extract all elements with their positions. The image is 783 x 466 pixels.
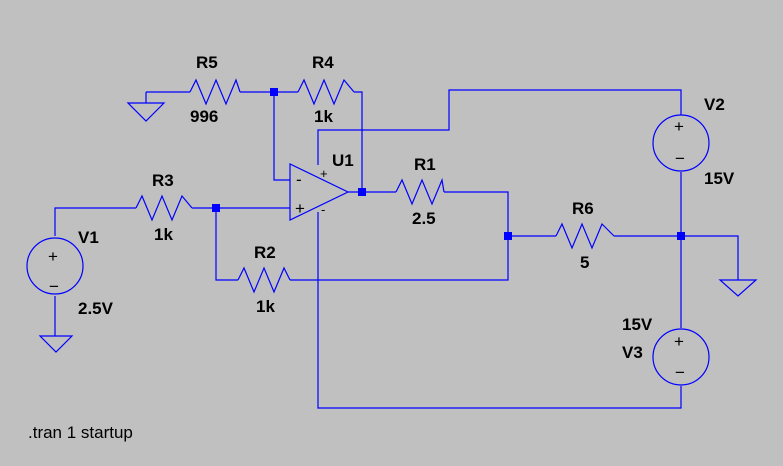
v1-value: 2.5V [78,299,114,318]
resistor-r3[interactable]: R3 1k [135,171,193,244]
r4-name: R4 [312,53,334,72]
junction-dot [677,232,685,240]
v2-minus-sign: − [675,149,685,168]
v3-minus-sign: − [675,363,685,382]
resistor-r1[interactable]: R1 2.5 [395,155,445,228]
r5-value: 996 [190,107,218,126]
ground-symbol [38,335,74,353]
junction-dot [504,232,512,240]
wires [54,89,739,409]
v2-plus-sign: + [674,117,684,136]
v3-plus-sign: + [674,332,684,351]
opamp-u1[interactable]: - + + - U1 [289,151,354,221]
v2-value: 15V [704,169,735,188]
spice-directive[interactable]: .tran 1 startup [28,423,133,442]
v2-name: V2 [704,95,725,114]
r2-name: R2 [254,243,276,262]
ground-symbol [718,279,758,297]
r4-value: 1k [314,107,333,126]
opamp-minus-pin: - [296,170,302,189]
junction-dots [212,88,685,240]
junction-dot [358,188,366,196]
voltage-source-v1[interactable]: + − V1 2.5V [26,228,114,318]
r2-value: 1k [256,297,275,316]
junction-dot [270,88,278,96]
r5-name: R5 [196,53,218,72]
resistor-r5[interactable]: R5 996 [189,53,241,126]
v1-plus-sign: + [48,247,58,266]
v3-name: V3 [622,343,643,362]
opamp-vminus-pin: - [321,202,325,217]
opamp-vplus-pin: + [320,166,328,181]
opamp-plus-pin: + [295,199,305,218]
u1-name: U1 [332,151,354,170]
r3-value: 1k [154,225,173,244]
resistor-r4[interactable]: R4 1k [297,53,355,126]
junction-dot [212,204,220,212]
ground-symbol [126,102,166,122]
resistor-r6[interactable]: R6 5 [555,199,615,272]
r6-name: R6 [572,199,594,218]
r3-name: R3 [152,171,174,190]
resistor-r2[interactable]: R2 1k [237,243,291,316]
r6-value: 5 [580,253,589,272]
v3-value: 15V [622,315,653,334]
r1-name: R1 [414,155,436,174]
voltage-source-v3[interactable]: + − 15V V3 [622,315,710,386]
r1-value: 2.5 [412,209,436,228]
voltage-source-v2[interactable]: + − V2 15V [652,95,735,188]
v1-name: V1 [78,228,99,247]
v1-minus-sign: − [49,277,59,296]
